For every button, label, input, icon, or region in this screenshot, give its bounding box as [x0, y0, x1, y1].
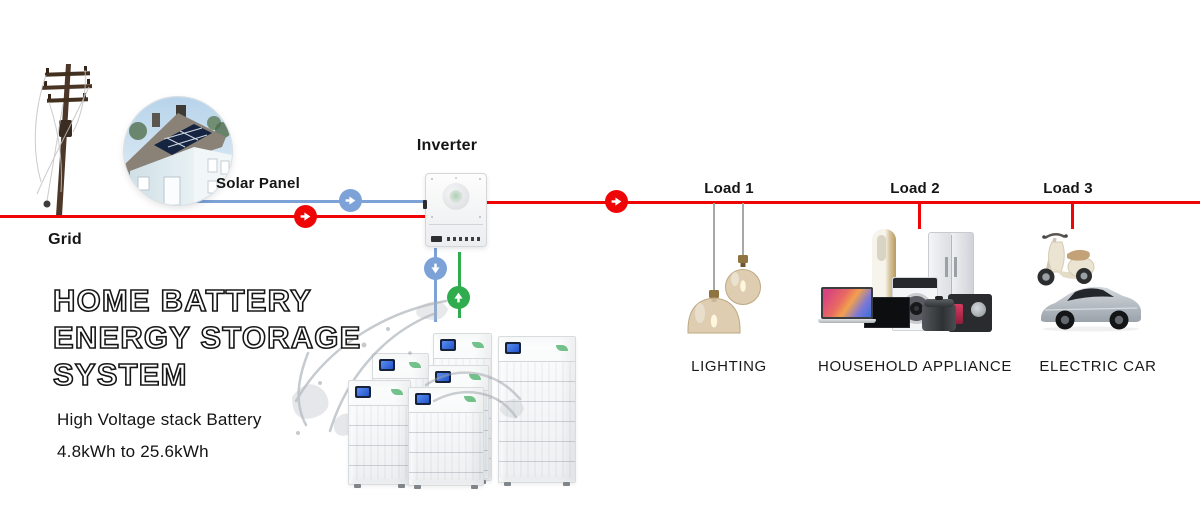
title-line-3: SYSTEM: [52, 356, 188, 393]
scooter-illustration: [1037, 233, 1095, 286]
water-splash-center: [424, 371, 524, 419]
battery-brand-logo: [391, 389, 403, 395]
grid-pole-illustration: [34, 64, 93, 216]
load3-drop-line: [1071, 203, 1074, 229]
load3-label: Load 3: [1043, 180, 1093, 197]
grid-label: Grid: [48, 231, 82, 248]
electric-vehicles-illustration: [1037, 233, 1141, 332]
inverter-to-battery-line: [434, 248, 437, 322]
rice-cooker-illustration: [922, 296, 956, 331]
battery-brand-logo: [556, 345, 568, 351]
laptop-illustration: [818, 287, 876, 325]
flow-arrow-right-icon: [339, 189, 362, 212]
load1-label: Load 1: [704, 180, 754, 197]
inverter-screws: [426, 174, 486, 246]
subtitle-capacity-range: 4.8kWh to 25.6kWh: [57, 442, 209, 461]
battery-brand-logo: [464, 396, 476, 402]
water-splash-left: [292, 299, 448, 446]
flow-arrow-right-icon: [605, 190, 628, 213]
flow-arrow-up-icon: [447, 286, 470, 309]
battery-tower: [498, 336, 576, 486]
electric-car-caption: ELECTRIC CAR: [1039, 358, 1157, 375]
electric-car-illustration: [1040, 286, 1141, 332]
solar-house-photo: [124, 97, 232, 205]
inverter-to-loads-line: [486, 201, 1200, 204]
inverter-unit: [423, 173, 487, 247]
battery-display: [379, 359, 395, 371]
solar-panel-label: Solar Panel: [216, 175, 300, 192]
battery-tower: [348, 380, 411, 488]
grid-to-inverter-line: [0, 215, 425, 218]
household-appliance-caption: HOUSEHOLD APPLIANCE: [818, 358, 1012, 375]
subtitle-battery-type: High Voltage stack Battery: [57, 410, 262, 429]
solar-to-inverter-line: [172, 200, 425, 203]
battery-to-inverter-line: [458, 252, 461, 318]
title-line-1: HOME BATTERY: [52, 282, 312, 319]
battery-display: [440, 339, 456, 351]
household-appliances-illustration: [816, 226, 996, 336]
battery-brand-logo: [409, 362, 421, 368]
battery-brand-logo: [472, 342, 484, 348]
inverter-ports: [431, 235, 482, 242]
pendant-lamps-illustration: [687, 203, 761, 334]
load2-label: Load 2: [890, 180, 940, 197]
page-title: HOME BATTERY ENERGY STORAGE SYSTEM: [52, 282, 362, 393]
battery-display: [355, 386, 371, 398]
load2-drop-line: [918, 203, 921, 229]
battery-display: [415, 393, 431, 405]
battery-display: [505, 342, 521, 354]
flow-arrow-down-icon: [424, 257, 447, 280]
lighting-caption: LIGHTING: [691, 358, 767, 375]
battery-brand-logo: [469, 374, 481, 380]
inverter-label: Inverter: [416, 137, 478, 154]
battery-tower: [408, 387, 484, 489]
flow-arrow-right-icon: [294, 205, 317, 228]
inverter-logo: [442, 183, 470, 210]
title-line-2: ENERGY STORAGE: [52, 319, 362, 356]
coffee-machine-illustration: [948, 294, 992, 332]
